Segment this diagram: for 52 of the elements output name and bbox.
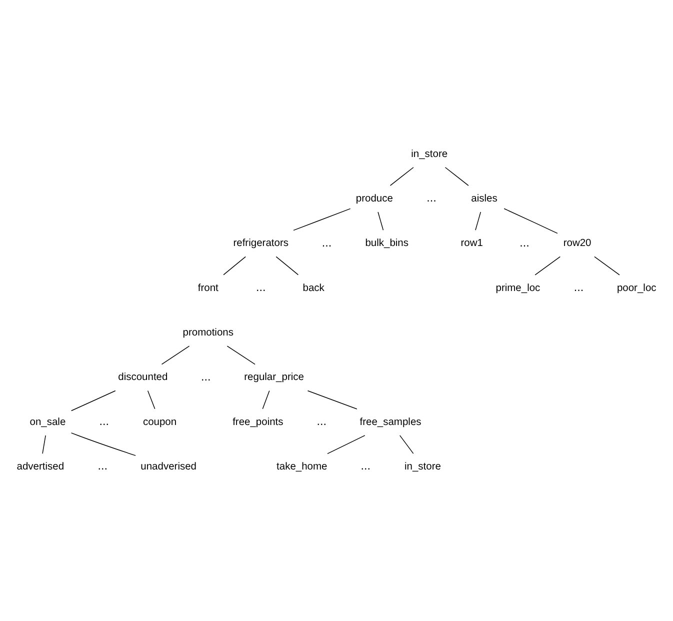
connector	[390, 166, 414, 186]
label: ...	[256, 280, 266, 294]
node-text: row1	[460, 238, 483, 250]
connector	[223, 256, 246, 276]
node-text: bulk_bins	[365, 238, 409, 250]
connector	[534, 256, 560, 276]
node-text: regular_price	[244, 372, 304, 384]
node-text: in_store	[411, 148, 448, 160]
connector	[70, 390, 116, 412]
node-text: row20	[563, 238, 592, 250]
node-text: free_points	[232, 416, 284, 428]
node-text: refrigerators	[233, 238, 289, 250]
label: ...	[316, 414, 327, 428]
label: ...	[360, 460, 370, 473]
connector	[147, 390, 156, 410]
node-text: prime_loc	[496, 282, 540, 294]
connector	[327, 435, 366, 454]
connector	[444, 166, 469, 186]
node-text: poor_loc	[616, 282, 656, 294]
connector	[262, 390, 270, 410]
node-text: produce	[356, 194, 393, 205]
node-text: discounted	[118, 372, 168, 384]
connector	[504, 208, 558, 234]
connector	[594, 256, 620, 276]
node-text: unadverised	[140, 462, 197, 473]
label: ...	[99, 414, 109, 428]
connector	[226, 346, 256, 365]
label: ...	[98, 460, 108, 473]
connector	[161, 346, 190, 365]
node-text: on_sale	[30, 416, 66, 428]
node-text: front	[198, 282, 218, 294]
node-text: coupon	[142, 416, 177, 428]
node-text: aisles	[471, 194, 498, 205]
node-text: in_store	[404, 462, 441, 473]
node-text: free_samples	[360, 416, 422, 428]
label: ...	[201, 370, 211, 384]
connector	[475, 212, 482, 230]
node-text: promotions	[182, 328, 234, 339]
node-text: advertised	[16, 462, 64, 473]
label: ...	[322, 236, 332, 250]
connector	[378, 212, 384, 230]
label: ...	[426, 192, 436, 205]
connector	[307, 390, 358, 410]
connector	[399, 435, 414, 454]
connector	[70, 432, 136, 456]
node-text: take_home	[276, 462, 328, 473]
connector	[293, 208, 351, 231]
label: ...	[520, 236, 530, 250]
connector	[42, 435, 46, 454]
label: ...	[574, 280, 584, 294]
node-text: back	[302, 282, 324, 294]
connector	[276, 256, 299, 276]
